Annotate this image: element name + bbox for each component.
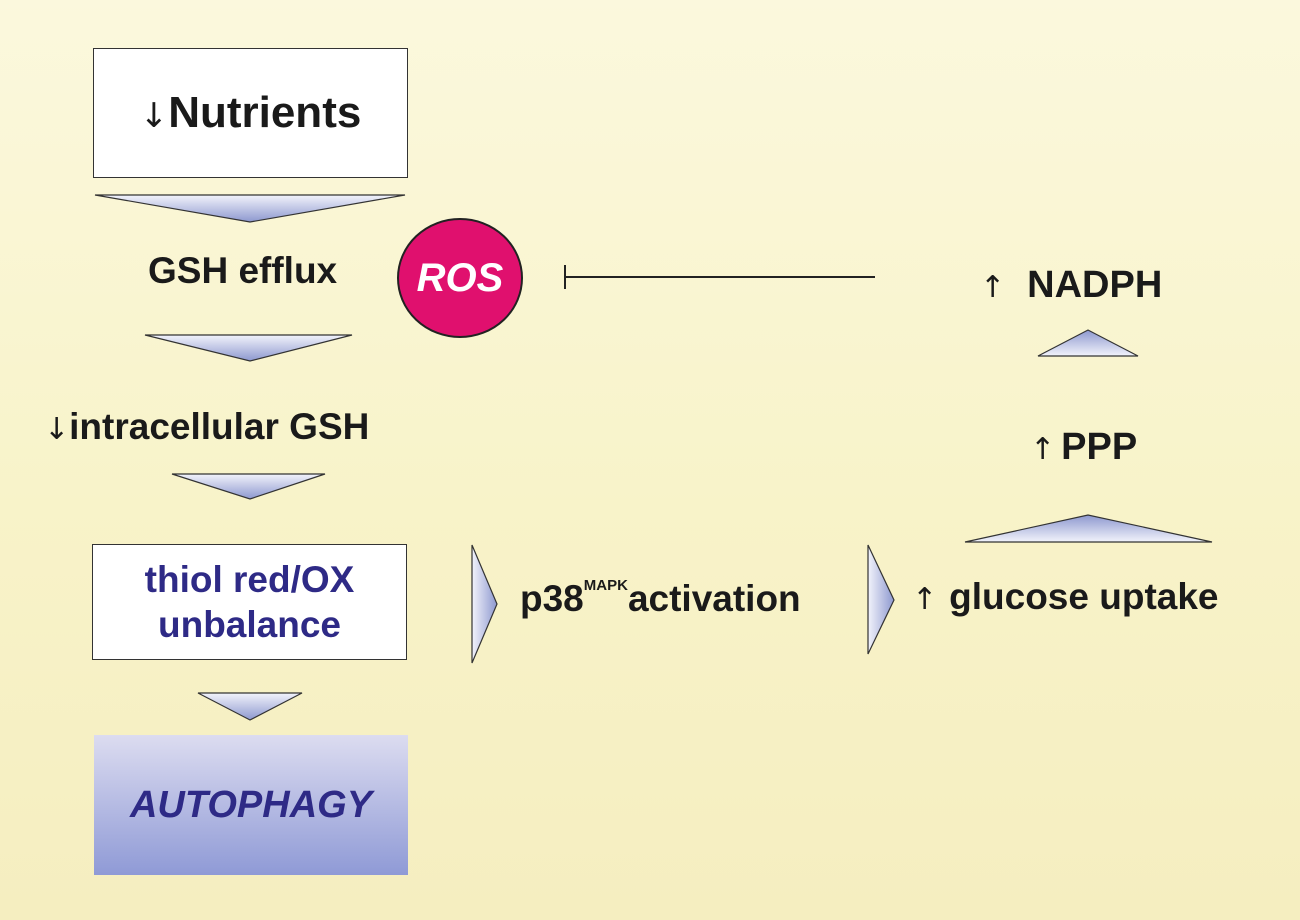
nutrients-label: ↓Nutrients [139,88,362,137]
thiol-box: thiol red/OX unbalance [92,544,407,660]
ppp-label: ↑PPP [1030,426,1138,468]
down-arrow-3 [171,473,326,500]
p38-superscript: MAPK [583,577,628,594]
glucose-uptake-label: ↑glucose uptake [912,576,1219,617]
thiol-line-2: unbalance [158,604,341,645]
gsh-efflux-label: GSH efflux [148,250,338,291]
up-arrow-symbol: ↑ [980,270,1006,305]
down-arrow-2 [144,334,353,362]
thiol-line-1: thiol red/OX [144,559,355,600]
down-arrow-1 [94,194,406,223]
nadph-label: ↑NADPH [980,264,1163,306]
nutrients-box: ↓Nutrients [93,48,408,178]
right-arrow-2 [867,544,895,655]
intracellular-gsh-label: ↓intracellular GSH [44,406,370,447]
ros-label: ROS [416,256,504,300]
down-arrow-4 [197,692,303,721]
up-arrow-ppp [964,514,1213,543]
right-arrow-1 [471,544,498,664]
down-arrow-symbol: ↓ [139,96,169,136]
up-arrow-symbol: ↑ [1030,432,1056,467]
autophagy-box: AUTOPHAGY [94,735,408,875]
up-arrow-symbol: ↑ [912,582,938,617]
autophagy-label: AUTOPHAGY [129,784,373,826]
up-arrow-nadph [1037,329,1139,357]
ros-circle [397,218,523,338]
p38-activation-label: p38MAPKactivation [520,577,801,619]
down-arrow-symbol: ↓ [44,412,70,447]
